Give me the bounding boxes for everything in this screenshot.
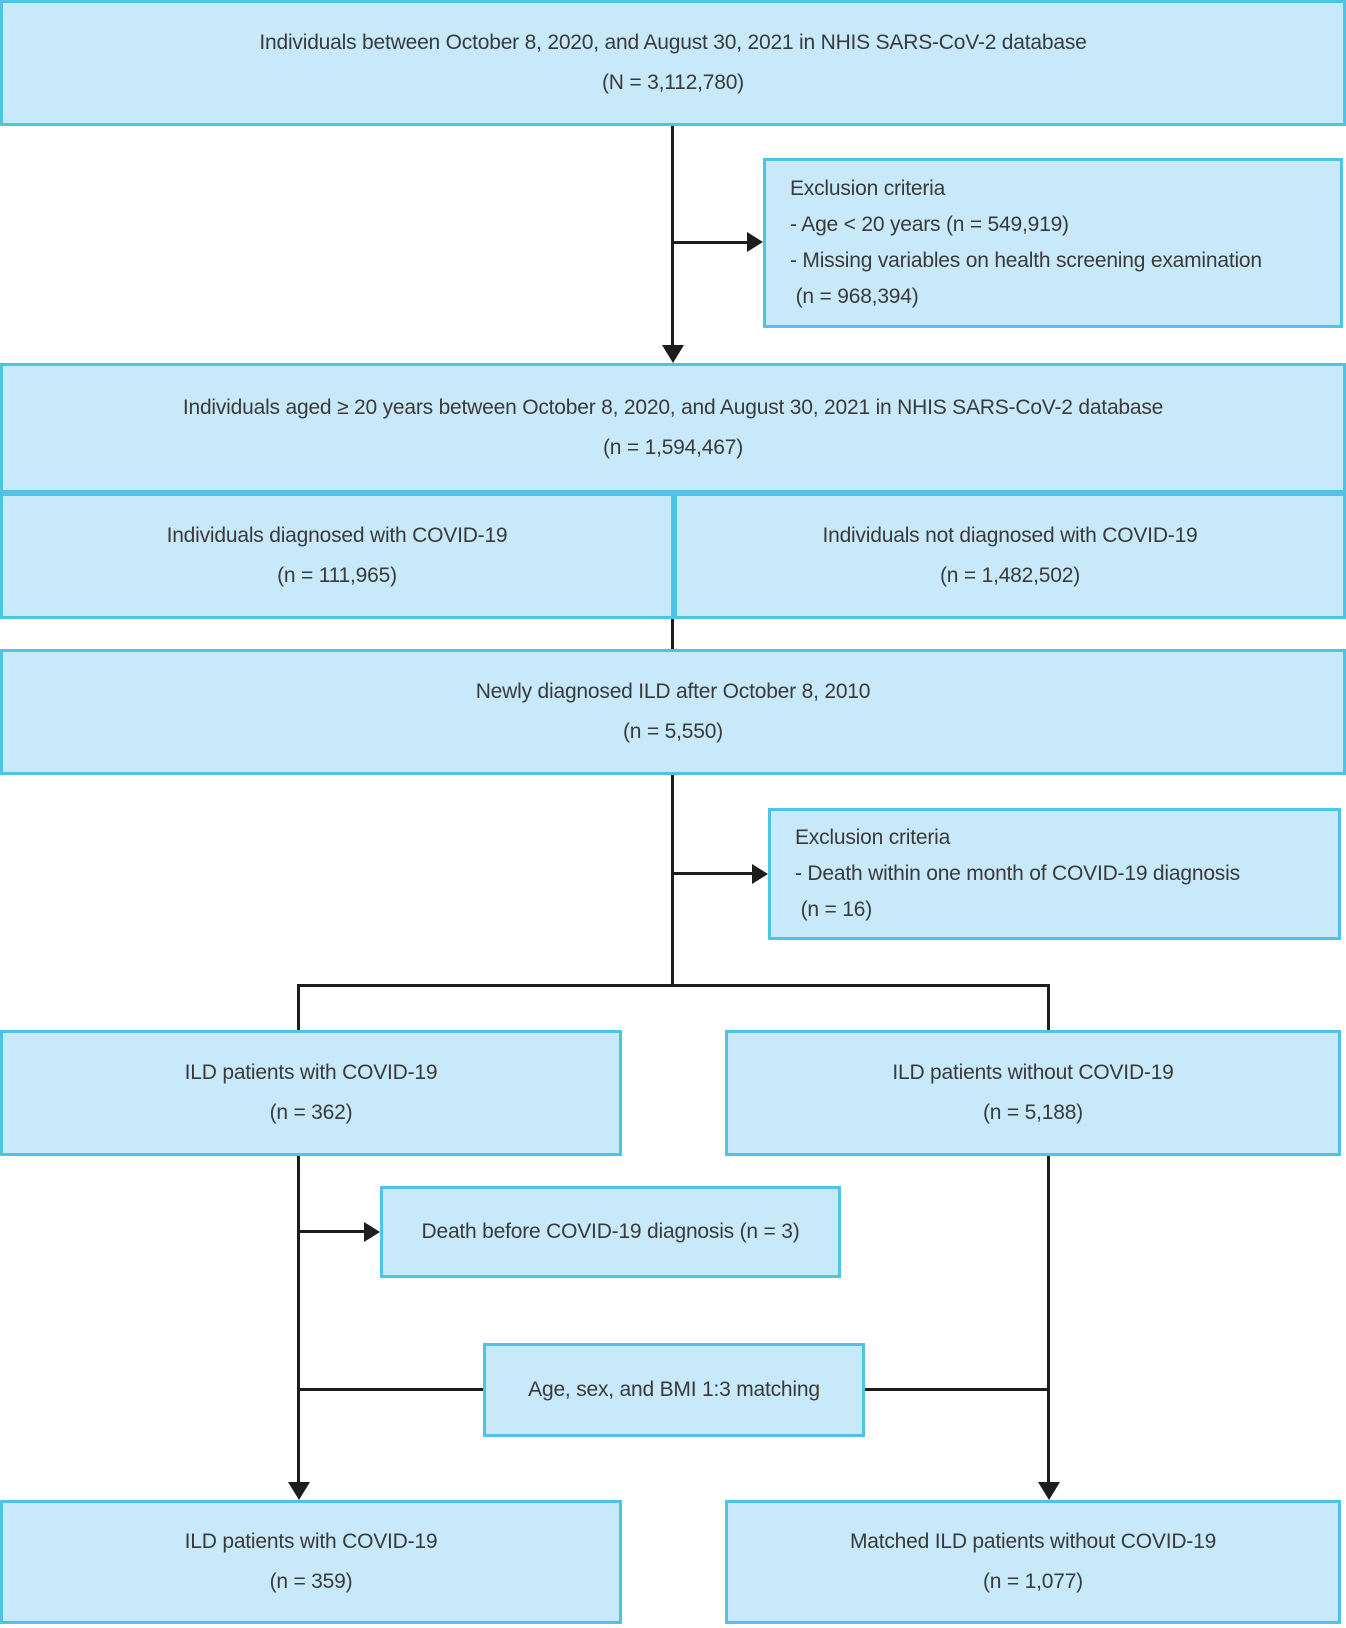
box-exclusion-criteria-1: Exclusion criteria - Age < 20 years (n =… <box>763 158 1343 328</box>
box-line: (n = 1,482,502) <box>939 564 1081 587</box>
connector-branch-exclusion2 <box>673 872 752 875</box>
arrowhead-right-icon <box>747 232 763 252</box>
box-exclusion-criteria-2: Exclusion criteria - Death within one mo… <box>768 808 1341 940</box>
box-line: (n = 16) <box>795 898 873 921</box>
box-line: (n = 5,550) <box>623 720 723 743</box>
box-line: (n = 362) <box>269 1101 353 1124</box>
box-line: (n = 1,077) <box>983 1570 1083 1593</box>
box-line: Age, sex, and BMI 1:3 matching <box>528 1378 820 1401</box>
arrowhead-down-icon <box>288 1482 310 1500</box>
box-line: ILD patients with COVID-19 <box>184 1530 438 1553</box>
box-line: Death before COVID-19 diagnosis (n = 3) <box>421 1220 800 1243</box>
connector-t-branch <box>297 984 1050 987</box>
box-ild-without-covid: ILD patients without COVID-19 (n = 5,188… <box>725 1030 1341 1156</box>
box-line: Newly diagnosed ILD after October 8, 201… <box>475 680 871 703</box>
box-eligible-adults: Individuals aged ≥ 20 years between Octo… <box>0 363 1346 493</box>
box-matching: Age, sex, and BMI 1:3 matching <box>483 1343 865 1437</box>
arrowhead-right-icon <box>752 864 768 884</box>
box-line: Individuals diagnosed with COVID-19 <box>166 524 508 547</box>
box-line: - Age < 20 years (n = 549,919) <box>790 213 1069 236</box>
connector-branch-exclusion1 <box>673 241 749 244</box>
arrowhead-down-icon <box>1038 1482 1060 1500</box>
box-line: - Death within one month of COVID-19 dia… <box>795 862 1240 885</box>
box-line: Exclusion criteria <box>790 177 946 200</box>
arrowhead-down-icon <box>662 345 684 363</box>
connector-source-to-eligible <box>671 126 674 348</box>
connector-matching-left <box>299 1388 483 1391</box>
box-line: Matched ILD patients without COVID-19 <box>849 1530 1217 1553</box>
connector-ild-to-branch <box>671 775 674 987</box>
box-line: ILD patients without COVID-19 <box>892 1061 1174 1084</box>
box-covid-not-diagnosed: Individuals not diagnosed with COVID-19 … <box>674 493 1346 619</box>
box-line: (n = 5,188) <box>983 1101 1083 1124</box>
box-line: Individuals not diagnosed with COVID-19 <box>822 524 1198 547</box>
connector-left-down <box>297 1156 300 1484</box>
box-line: Individuals between October 8, 2020, and… <box>259 31 1087 54</box>
box-source-population: Individuals between October 8, 2020, and… <box>0 0 1346 126</box>
box-ild-with-covid: ILD patients with COVID-19 (n = 362) <box>0 1030 622 1156</box>
connector-branch-death <box>299 1230 365 1233</box>
box-newly-diagnosed-ild: Newly diagnosed ILD after October 8, 201… <box>0 649 1346 775</box>
box-line: (n = 359) <box>269 1570 353 1593</box>
box-line: (n = 111,965) <box>277 564 397 587</box>
box-covid-diagnosed: Individuals diagnosed with COVID-19 (n =… <box>0 493 674 619</box>
connector-matching-right <box>865 1388 1050 1391</box>
box-line: Exclusion criteria <box>795 826 951 849</box>
box-line: ILD patients with COVID-19 <box>184 1061 438 1084</box>
box-line: - Missing variables on health screening … <box>790 249 1262 272</box>
box-final-matched-without-covid: Matched ILD patients without COVID-19 (n… <box>725 1500 1341 1624</box>
box-line: (N = 3,112,780) <box>602 71 744 94</box>
box-line: (n = 968,394) <box>790 285 919 308</box>
arrowhead-right-icon <box>364 1222 380 1242</box>
connector-right-down <box>1047 1156 1050 1484</box>
box-final-ild-with-covid: ILD patients with COVID-19 (n = 359) <box>0 1500 622 1624</box>
box-line: (n = 1,594,467) <box>602 436 744 459</box>
connector-t-right-stub <box>1047 984 1050 1030</box>
connector-split-to-ild <box>671 619 674 649</box>
box-death-before-covid: Death before COVID-19 diagnosis (n = 3) <box>380 1186 841 1278</box>
box-line: Individuals aged ≥ 20 years between Octo… <box>182 396 1164 419</box>
connector-t-left-stub <box>297 984 300 1030</box>
